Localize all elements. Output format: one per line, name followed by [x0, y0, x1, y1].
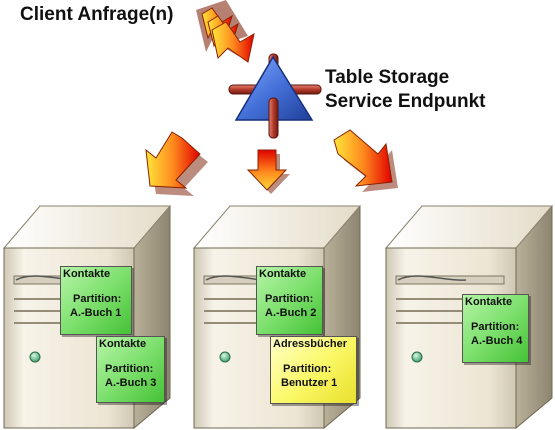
client-request-arrows — [196, 0, 255, 63]
partition-note-contacts: Kontakte Partition: A.-Buch 4 — [462, 294, 529, 363]
client-requests-label: Client Anfrage(n) — [20, 4, 174, 25]
partition-note-contacts: Kontakte Partition: A.-Buch 3 — [96, 336, 165, 403]
arrow-left-icon — [145, 131, 208, 196]
arrow-right-icon — [333, 129, 398, 192]
arrow-down-icon — [246, 149, 290, 194]
endpoint-label-line1: Table Storage — [325, 67, 450, 88]
partition-note-contacts: Kontakte Partition: A.-Buch 1 — [60, 266, 132, 335]
partition-note-addressbooks: Adressbücher Partition: Benutzer 1 — [270, 336, 357, 404]
endpoint-triangle — [228, 53, 322, 139]
partition-note-contacts: Kontakte Partition: A.-Buch 2 — [256, 266, 323, 335]
endpoint-label-line2: Service Endpunkt — [325, 91, 486, 112]
